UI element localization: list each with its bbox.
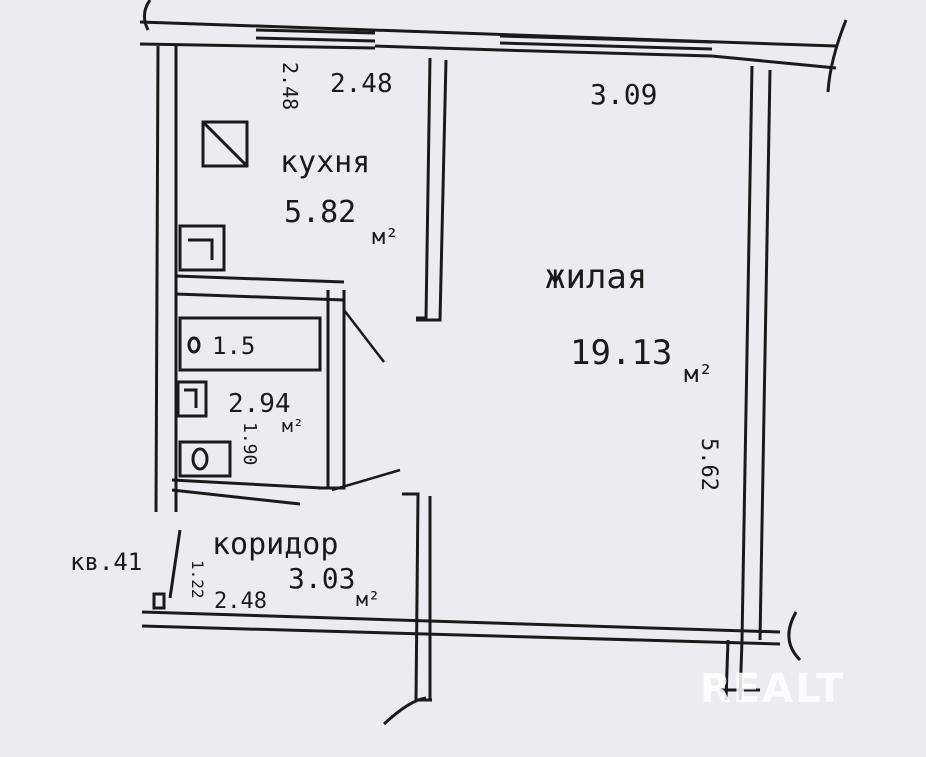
- corridor-area: 3.03: [288, 562, 355, 595]
- corridor-depth-dim: 1.22: [188, 560, 207, 599]
- right-wall: [740, 65, 772, 641]
- break-mark-tr: [826, 19, 848, 93]
- corridor-right-wall: [402, 492, 432, 701]
- bathtub-drain-icon: [187, 336, 201, 354]
- bathtub-length-dim: 1.5: [212, 332, 255, 360]
- corridor-name: коридор: [212, 527, 338, 562]
- break-mark-br: [787, 611, 802, 662]
- window-kitchen: [255, 28, 376, 50]
- walls: [139, 0, 848, 726]
- bath-bottom-wall: [171, 478, 323, 506]
- kitchen-width-dim: 2.48: [330, 69, 393, 99]
- stove-icon: [201, 120, 249, 168]
- living-depth-dim: 5.62: [696, 438, 721, 491]
- living-name: жилая: [545, 257, 647, 297]
- living-area-unit: м²: [684, 360, 713, 388]
- fixtures: [152, 120, 322, 610]
- doors: [331, 309, 401, 492]
- left-wall: [154, 45, 178, 513]
- bath-door-swing: [343, 309, 385, 363]
- corridor-door-swing: [331, 468, 401, 492]
- break-mark-tl: [143, 0, 152, 31]
- stove-burner-icon: [201, 120, 249, 168]
- apartment-label: кв.41: [70, 548, 142, 576]
- washbasin-tap-icon: [184, 388, 198, 408]
- bathroom-area-unit: м²: [282, 416, 304, 437]
- bathroom-area: 2.94: [228, 389, 291, 419]
- kitchen-bath-wall: [175, 274, 345, 302]
- toilet-bowl-icon: [191, 447, 209, 471]
- bathroom-depth-dim: 1.90: [239, 422, 260, 465]
- top-wall-outer: [139, 20, 837, 48]
- kitchen-living-wall: [416, 57, 448, 322]
- top-wall-inner: [139, 42, 837, 70]
- bath-right-wall: [318, 290, 346, 490]
- kitchen-area: 5.82: [284, 195, 356, 230]
- living-width-dim: 3.09: [590, 78, 657, 111]
- landing-stubs: [416, 639, 744, 702]
- kitchen-area-unit: м²: [372, 225, 399, 250]
- kitchen-name: кухня: [280, 145, 370, 180]
- corridor-width-dim: 2.48: [214, 589, 267, 614]
- washbasin-icon: [176, 380, 208, 418]
- kitchen-depth-dim: 2.48: [278, 62, 302, 110]
- toilet-icon: [178, 440, 232, 478]
- living-area: 19.13: [570, 333, 672, 373]
- entrance-door-swing: [168, 529, 182, 599]
- bathtub-icon: [178, 316, 322, 372]
- bottom-wall: [141, 610, 781, 646]
- labels: 2.48 2.48 кухня 5.82 м² 3.09 жилая 19.13…: [70, 62, 721, 614]
- watermark: REALT: [700, 666, 845, 712]
- sink-icon: [178, 224, 226, 272]
- corridor-area-unit: м²: [356, 587, 380, 611]
- sink-tap-icon: [188, 238, 214, 260]
- window-living: [499, 34, 713, 58]
- break-mark-b: [382, 696, 427, 726]
- entrance-post-icon: [152, 592, 166, 610]
